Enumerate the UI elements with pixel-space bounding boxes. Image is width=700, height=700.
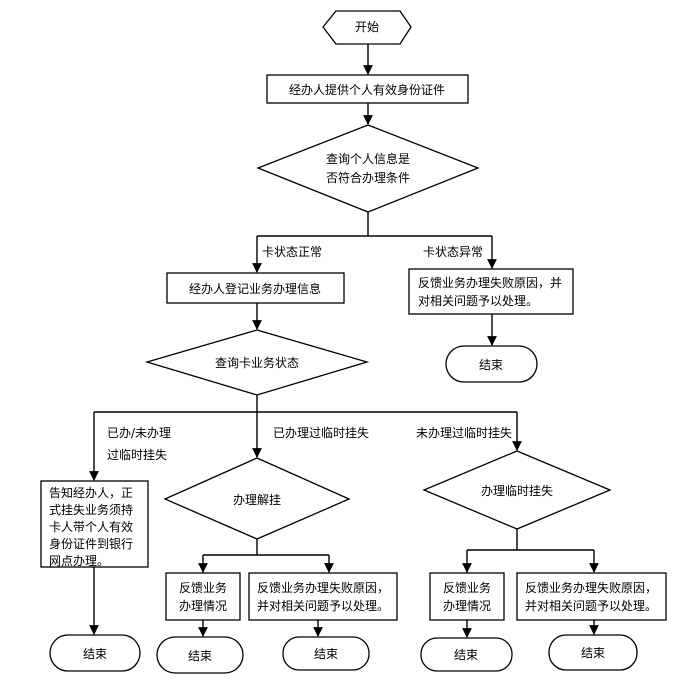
check-personal-text-line2: 否符合办理条件 [326,170,410,185]
handle-unhang-text: 办理解挂 [233,492,281,507]
fail-unhang-text-line1: 反馈业务办理失败原因， [257,580,389,595]
end-temp-2-terminator: 结束 [548,634,638,671]
label-card-abnormal: 卡状态异常 [423,245,483,259]
feedback-abnormal-text-line1: 反馈业务办理失败原因，并 [418,275,562,290]
inform-agent-text-line1: 告知经办人，正 [49,485,133,500]
fail-temp-step: 反馈业务办理失败原因， 并对相关问题予以处理。 [516,572,667,621]
feedback-unhang-text-line2: 办理情况 [179,598,227,613]
register-info-step: 经办人登记业务办理信息 [166,272,345,304]
feedback-unhang-text-line1: 反馈业务 [179,580,227,595]
inform-agent-text-line5: 网点办理。 [49,553,109,568]
label-done-or-not-line2: 过临时挂失 [107,447,167,462]
inform-agent-text-line2: 式挂失业务须持 [49,502,133,517]
check-personal-text-line1: 查询个人信息是 [326,151,410,166]
end-unhang-1-text: 结束 [188,649,212,663]
label-not-done-temp: 未办理过临时挂失 [416,425,512,440]
start-text: 开始 [355,20,379,34]
feedback-temp-step: 反馈业务 办理情况 [429,572,505,621]
inform-agent-step: 告知经办人，正 式挂失业务须持 卡人带个人有效 身份证件到银行 网点办理。 [40,480,149,568]
handle-unhang-decision: 办理解挂 [163,457,351,540]
end-unhang-2-text: 结束 [314,647,338,661]
end-left-terminator: 结束 [49,634,141,672]
start-terminator: 开始 [322,10,412,45]
query-card-text: 查询卡业务状态 [215,355,299,370]
feedback-temp-text-line2: 办理情况 [443,598,491,613]
end-abnormal-terminator: 结束 [445,345,538,383]
handle-temp-text: 办理临时挂失 [481,483,553,498]
end-temp-1-terminator: 结束 [420,637,513,672]
end-temp-2-text: 结束 [581,646,605,660]
inform-agent-text-line4: 身份证件到银行 [49,536,133,551]
provide-id-step: 经办人提供个人有效身份证件 [266,74,469,104]
register-info-text: 经办人登记业务办理信息 [189,281,321,296]
fail-temp-text-line1: 反馈业务办理失败原因， [525,580,657,595]
handle-temp-decision: 办理临时挂失 [422,450,612,530]
inform-agent-text-line3: 卡人带个人有效 [49,519,133,534]
fail-temp-text-line2: 并对相关问题予以处理。 [525,599,657,613]
feedback-unhang-step: 反馈业务 办理情况 [165,572,241,621]
query-card-decision: 查询卡业务状态 [144,329,370,396]
feedback-temp-text-line1: 反馈业务 [443,580,491,595]
end-temp-1-text: 结束 [454,648,478,662]
feedback-abnormal-step: 反馈业务办理失败原因，并 对相关问题予以处理。 [408,268,574,315]
feedback-abnormal-text-line2: 对相关问题予以处理。 [418,294,538,308]
end-left-text: 结束 [83,647,107,661]
check-personal-decision: 查询个人信息是 否符合办理条件 [256,124,480,213]
end-unhang-1-terminator: 结束 [156,636,244,674]
connectors [89,44,599,638]
provide-id-text: 经办人提供个人有效身份证件 [289,82,445,97]
end-unhang-2-terminator: 结束 [282,636,370,671]
label-done-or-not-line1: 已办/未办理 [107,425,171,440]
label-done-temp: 已办理过临时挂失 [273,425,369,440]
branch-labels: 卡状态正常 卡状态异常 已办/未办理 过临时挂失 已办理过临时挂失 未办理过临时… [107,245,512,462]
end-abnormal-text: 结束 [479,358,503,372]
fail-unhang-step: 反馈业务办理失败原因， 并对相关问题予以处理。 [248,572,398,621]
fail-unhang-text-line2: 并对相关问题予以处理。 [257,599,389,613]
label-card-normal: 卡状态正常 [262,245,322,259]
